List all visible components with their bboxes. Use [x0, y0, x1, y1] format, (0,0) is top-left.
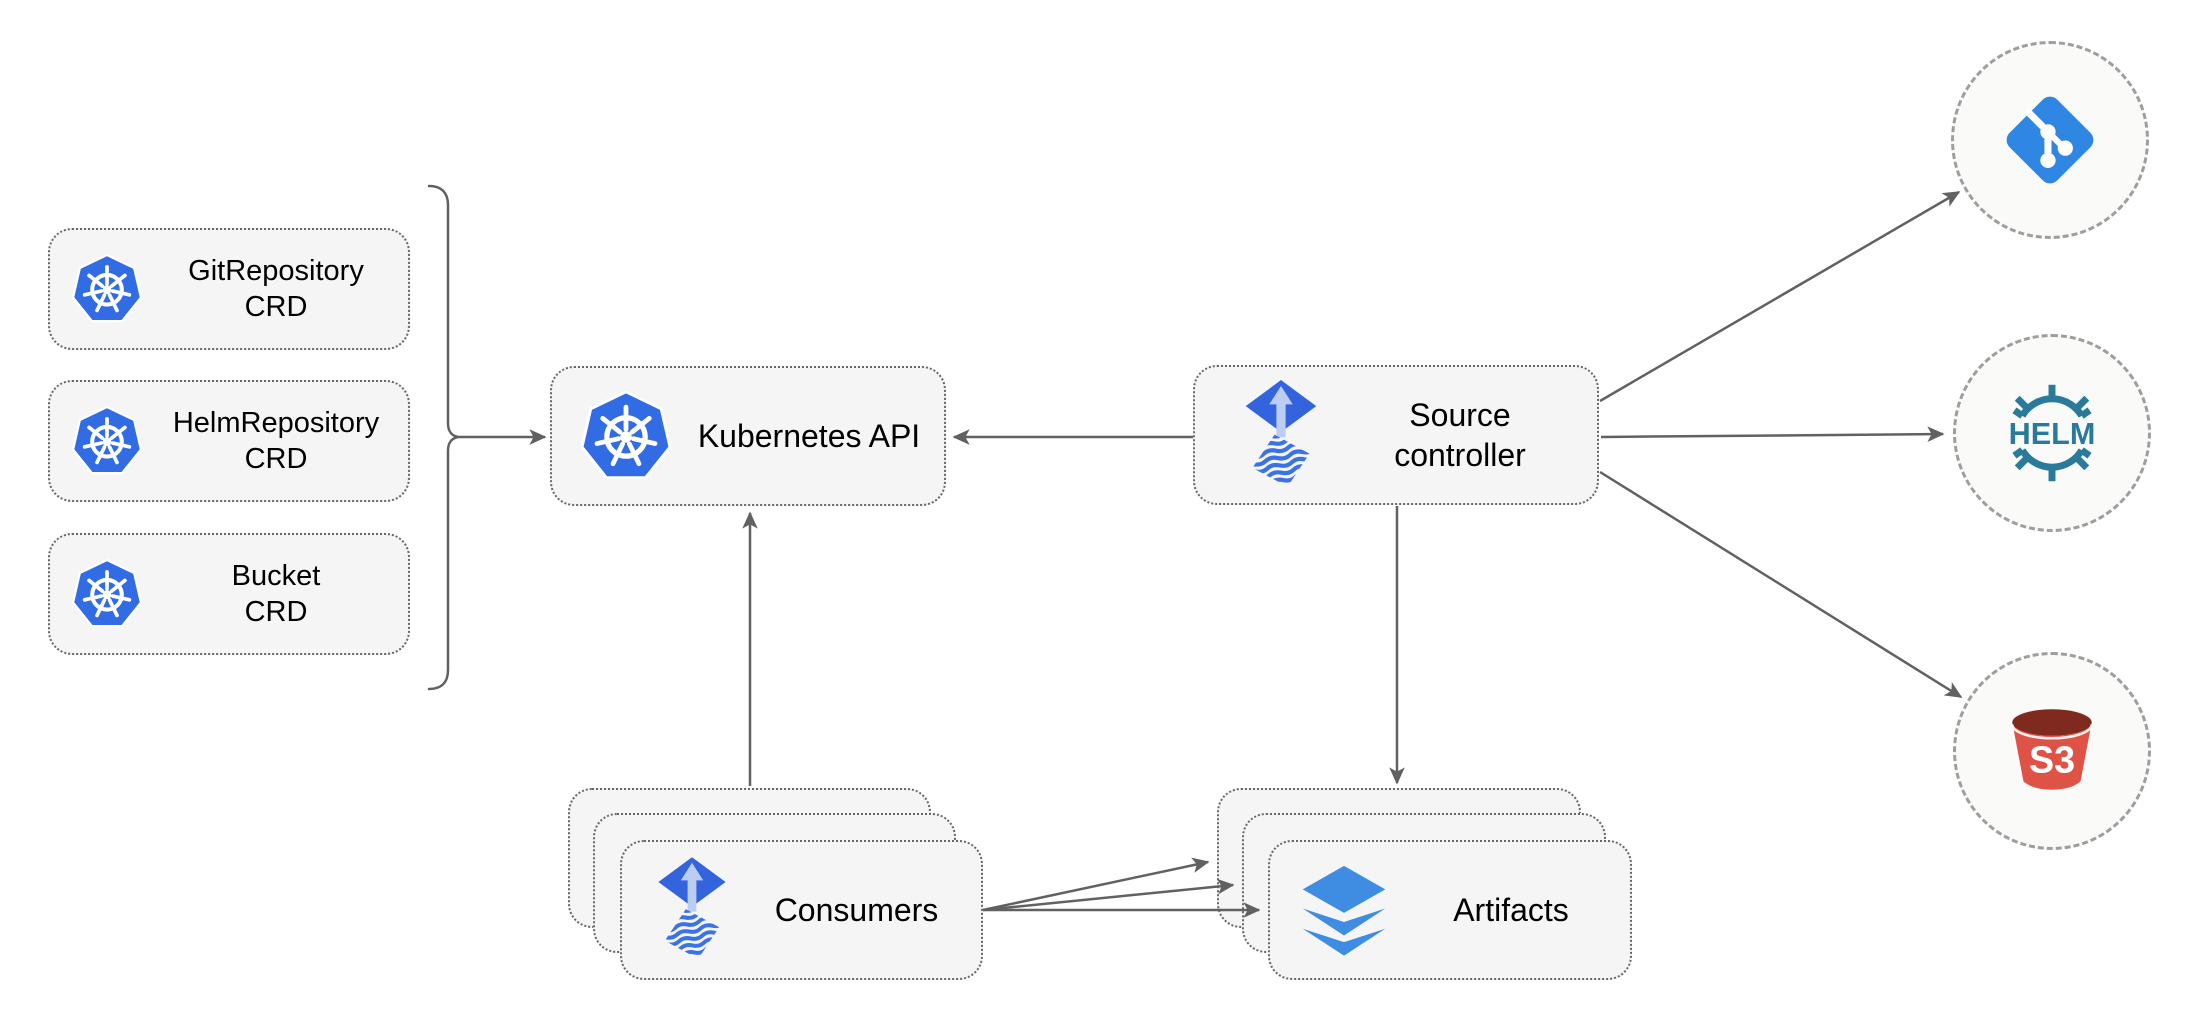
helm-circle: HELM: [1953, 334, 2151, 532]
crd-label-line2: CRD: [244, 443, 308, 475]
helm-label: HELM: [2009, 417, 2096, 451]
helmrepository-crd-node: HelmRepository CRD: [48, 380, 410, 502]
bucket-crd-node: Bucket CRD: [48, 533, 410, 655]
kubernetes-icon: [578, 388, 674, 484]
flux-icon: [652, 857, 732, 963]
crd-label-line1: Bucket: [231, 560, 321, 592]
crd-label-line1: GitRepository: [188, 255, 364, 287]
consumers-label: Consumers: [774, 892, 939, 928]
s3-label: S3: [2029, 738, 2075, 780]
flux-icon: [1239, 380, 1323, 491]
crd-label-line2: CRD: [244, 291, 308, 323]
arrow-source-controller-to-helm: [1600, 426, 1945, 442]
consumers-node: Consumers: [620, 840, 983, 980]
source-controller-label: Source controller: [1323, 395, 1597, 475]
helm-icon: HELM: [2009, 384, 2096, 482]
artifacts-node: Artifacts: [1268, 840, 1632, 980]
bucket-crd-label: Bucket CRD: [144, 558, 408, 630]
artifacts-label: Artifacts: [1453, 892, 1569, 928]
crd-group-brace: [427, 184, 459, 691]
helmrepository-crd-label: HelmRepository CRD: [144, 405, 408, 477]
git-circle: [1951, 41, 2149, 239]
kubernetes-icon: [70, 404, 144, 478]
source-controller-label-line2: controller: [1394, 437, 1526, 473]
gitrepository-crd-node: GitRepository CRD: [48, 228, 410, 350]
arrow-consumers-to-artifacts-1: [982, 857, 1210, 912]
kubernetes-icon: [70, 557, 144, 631]
kubernetes-api-label: Kubernetes API: [697, 418, 921, 454]
s3-icon: S3: [2011, 709, 2093, 790]
crd-label-line2: CRD: [244, 596, 308, 628]
arrow-source-controller-to-s3: [1599, 470, 1963, 699]
arrow-source-controller-to-git: [1599, 190, 1961, 403]
layers-icon: [1296, 862, 1392, 958]
s3-circle: S3: [1953, 652, 2151, 850]
kubernetes-api-node: Kubernetes API: [550, 366, 946, 506]
source-controller-node: Source controller: [1193, 365, 1599, 505]
crd-label-line1: HelmRepository: [172, 407, 380, 439]
kubernetes-icon: [70, 252, 144, 326]
git-icon: [2006, 96, 2094, 184]
arrow-consumers-to-artifacts-2: [982, 878, 1235, 912]
source-controller-label-line1: Source: [1409, 397, 1511, 433]
gitrepository-crd-label: GitRepository CRD: [144, 253, 408, 325]
